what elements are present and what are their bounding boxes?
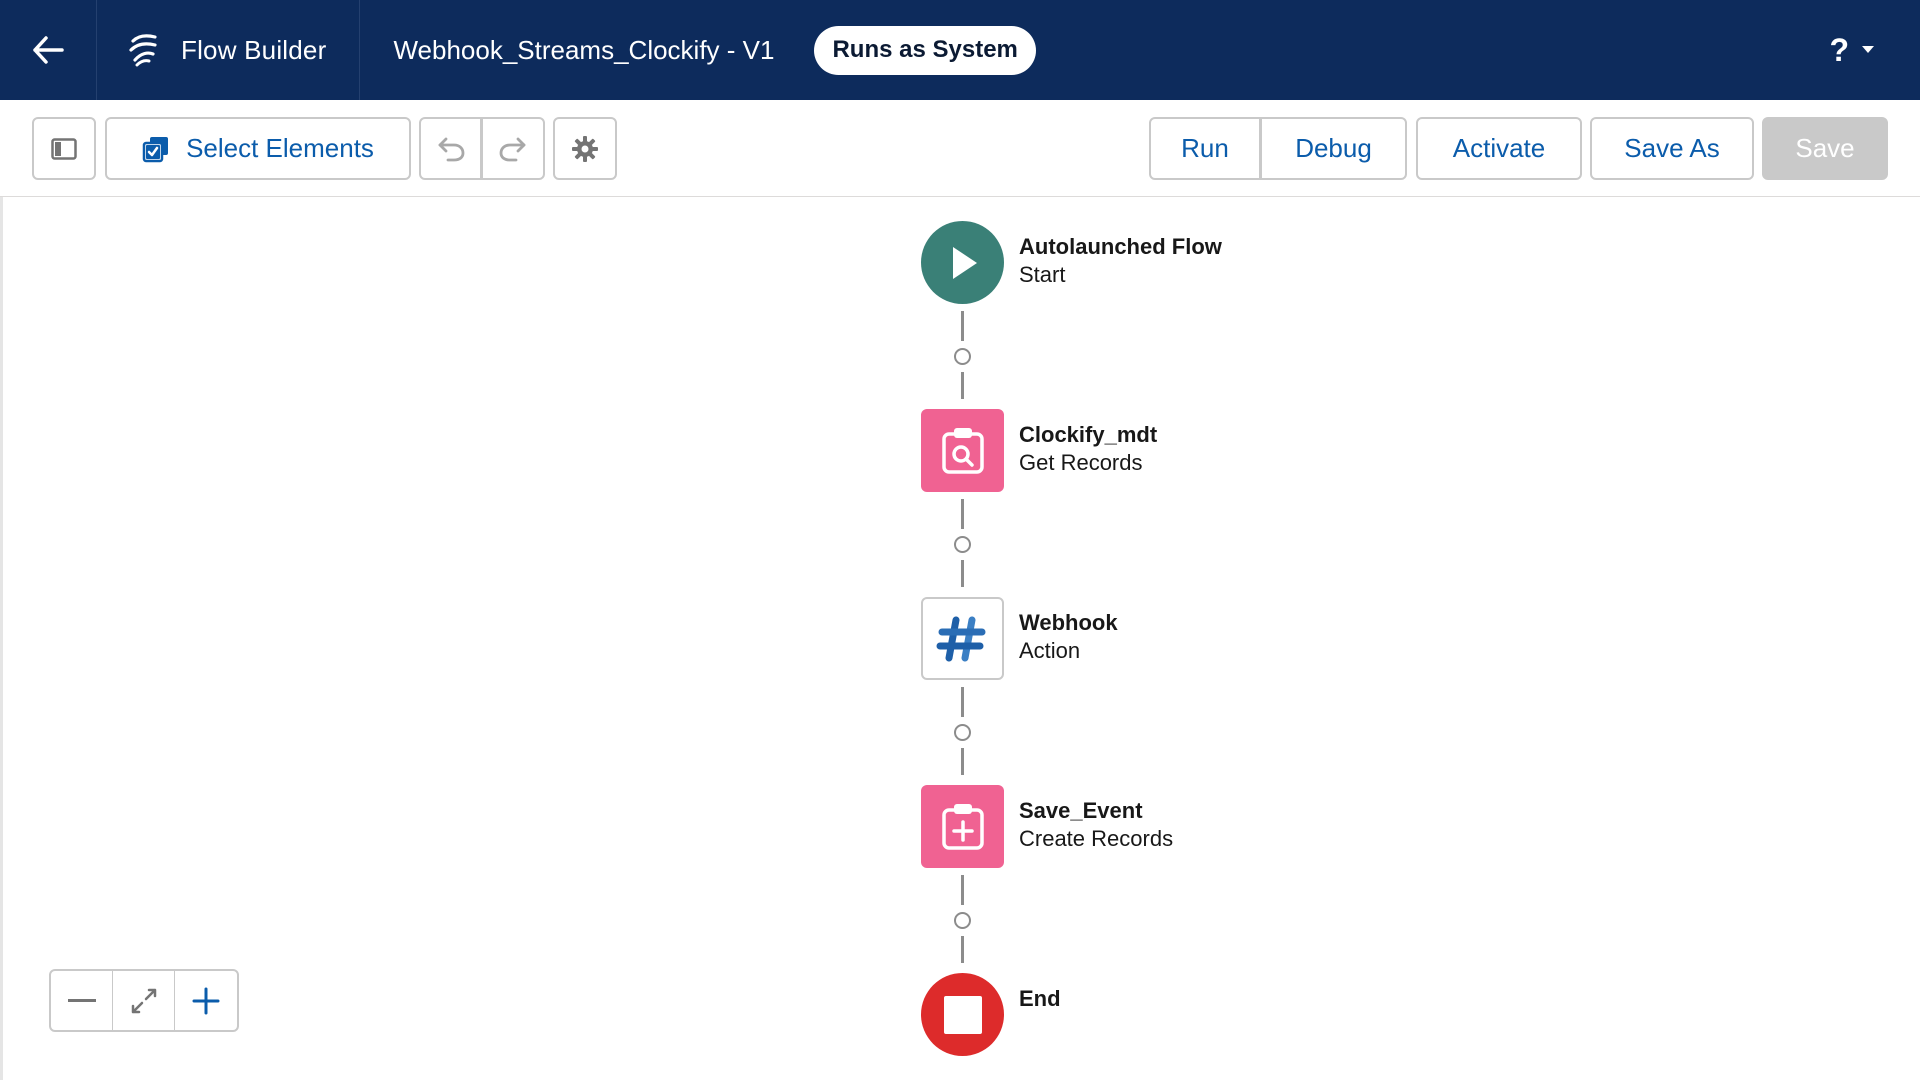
start-node[interactable] [921,221,1004,304]
run-label: Run [1181,133,1229,163]
save-as-button[interactable]: Save As [1590,117,1754,180]
node-title: Save_Event [1019,798,1143,823]
zoom-controls [49,969,239,1032]
zoom-in-button[interactable] [175,971,237,1030]
chevron-down-icon [1862,46,1874,53]
connector-line [961,372,964,399]
toggle-panel-button[interactable] [32,117,96,180]
settings-button[interactable] [553,117,617,180]
get-records-icon [941,427,984,474]
run-button[interactable]: Run [1149,117,1261,180]
flow-canvas[interactable]: Autolaunched Flow Start Clockify_mdt Get… [0,197,1920,1080]
gear-icon [572,135,598,162]
end-node[interactable] [921,973,1004,1056]
save-as-label: Save As [1624,133,1720,163]
flow-name: Webhook_Streams_Clockify - V1 [393,34,775,65]
add-element-button[interactable] [954,912,971,929]
create-records-node-label: Save_Event Create Records [1019,797,1173,853]
connector-line [961,311,964,341]
connector-line [961,499,964,529]
connector-line [961,936,964,963]
toolbar: Select Elements [0,100,1920,197]
node-title: Webhook [1019,610,1118,635]
flow-info: Webhook_Streams_Clockify - V1 Runs as Sy… [360,25,1036,75]
node-subtitle: Get Records [1019,450,1143,475]
node-subtitle: Create Records [1019,826,1174,851]
app-title: Flow Builder [181,34,327,65]
start-node-label: Autolaunched Flow Start [1019,233,1222,289]
node-title: Clockify_mdt [1019,422,1158,447]
redo-icon [499,137,526,161]
plus-icon [192,987,220,1014]
panel-toggle-icon [51,137,77,160]
save-label: Save [1795,133,1855,163]
connector-line [961,748,964,775]
webhook-action-node[interactable] [921,597,1004,680]
app-header: Flow Builder Webhook_Streams_Clockify - … [0,0,1920,100]
create-records-node[interactable] [921,785,1004,868]
stop-icon [943,995,982,1034]
back-arrow-icon [33,36,64,64]
get-records-node-label: Clockify_mdt Get Records [1019,421,1157,477]
redo-button[interactable] [482,117,545,180]
undo-icon [438,137,464,161]
flow-builder-icon [129,34,157,67]
activate-button[interactable]: Activate [1416,117,1582,180]
expand-icon [131,988,156,1013]
node-subtitle: Action [1019,638,1081,663]
add-element-button[interactable] [954,536,971,553]
app-brand: Flow Builder [97,0,361,100]
node-title: End [1019,986,1061,1011]
help-menu[interactable]: ? [1829,0,1875,100]
add-element-button[interactable] [954,724,971,741]
undo-button[interactable] [419,117,482,180]
connector-line [961,875,964,905]
add-element-button[interactable] [954,348,971,365]
slack-hash-icon [936,616,985,661]
minus-icon [67,998,96,1002]
get-records-node[interactable] [921,409,1004,492]
select-elements-button[interactable]: Select Elements [105,117,411,180]
select-elements-icon [142,136,169,162]
select-elements-label: Select Elements [186,133,374,163]
debug-button[interactable]: Debug [1261,117,1407,180]
runs-as-badge[interactable]: Runs as System [814,25,1036,75]
back-button[interactable] [0,0,97,100]
connector-line [961,687,964,717]
create-records-icon [941,803,984,850]
help-icon: ? [1829,31,1849,68]
end-node-label: End [1019,985,1061,1013]
webhook-node-label: Webhook Action [1019,609,1118,665]
save-button[interactable]: Save [1762,117,1888,180]
debug-label: Debug [1295,133,1372,163]
connector-line [961,560,964,587]
fit-to-view-button[interactable] [113,971,175,1030]
node-subtitle: Start [1019,262,1066,287]
node-title: Autolaunched Flow [1019,234,1222,259]
zoom-out-button[interactable] [51,971,113,1030]
play-icon [952,246,977,279]
activate-label: Activate [1452,133,1546,163]
